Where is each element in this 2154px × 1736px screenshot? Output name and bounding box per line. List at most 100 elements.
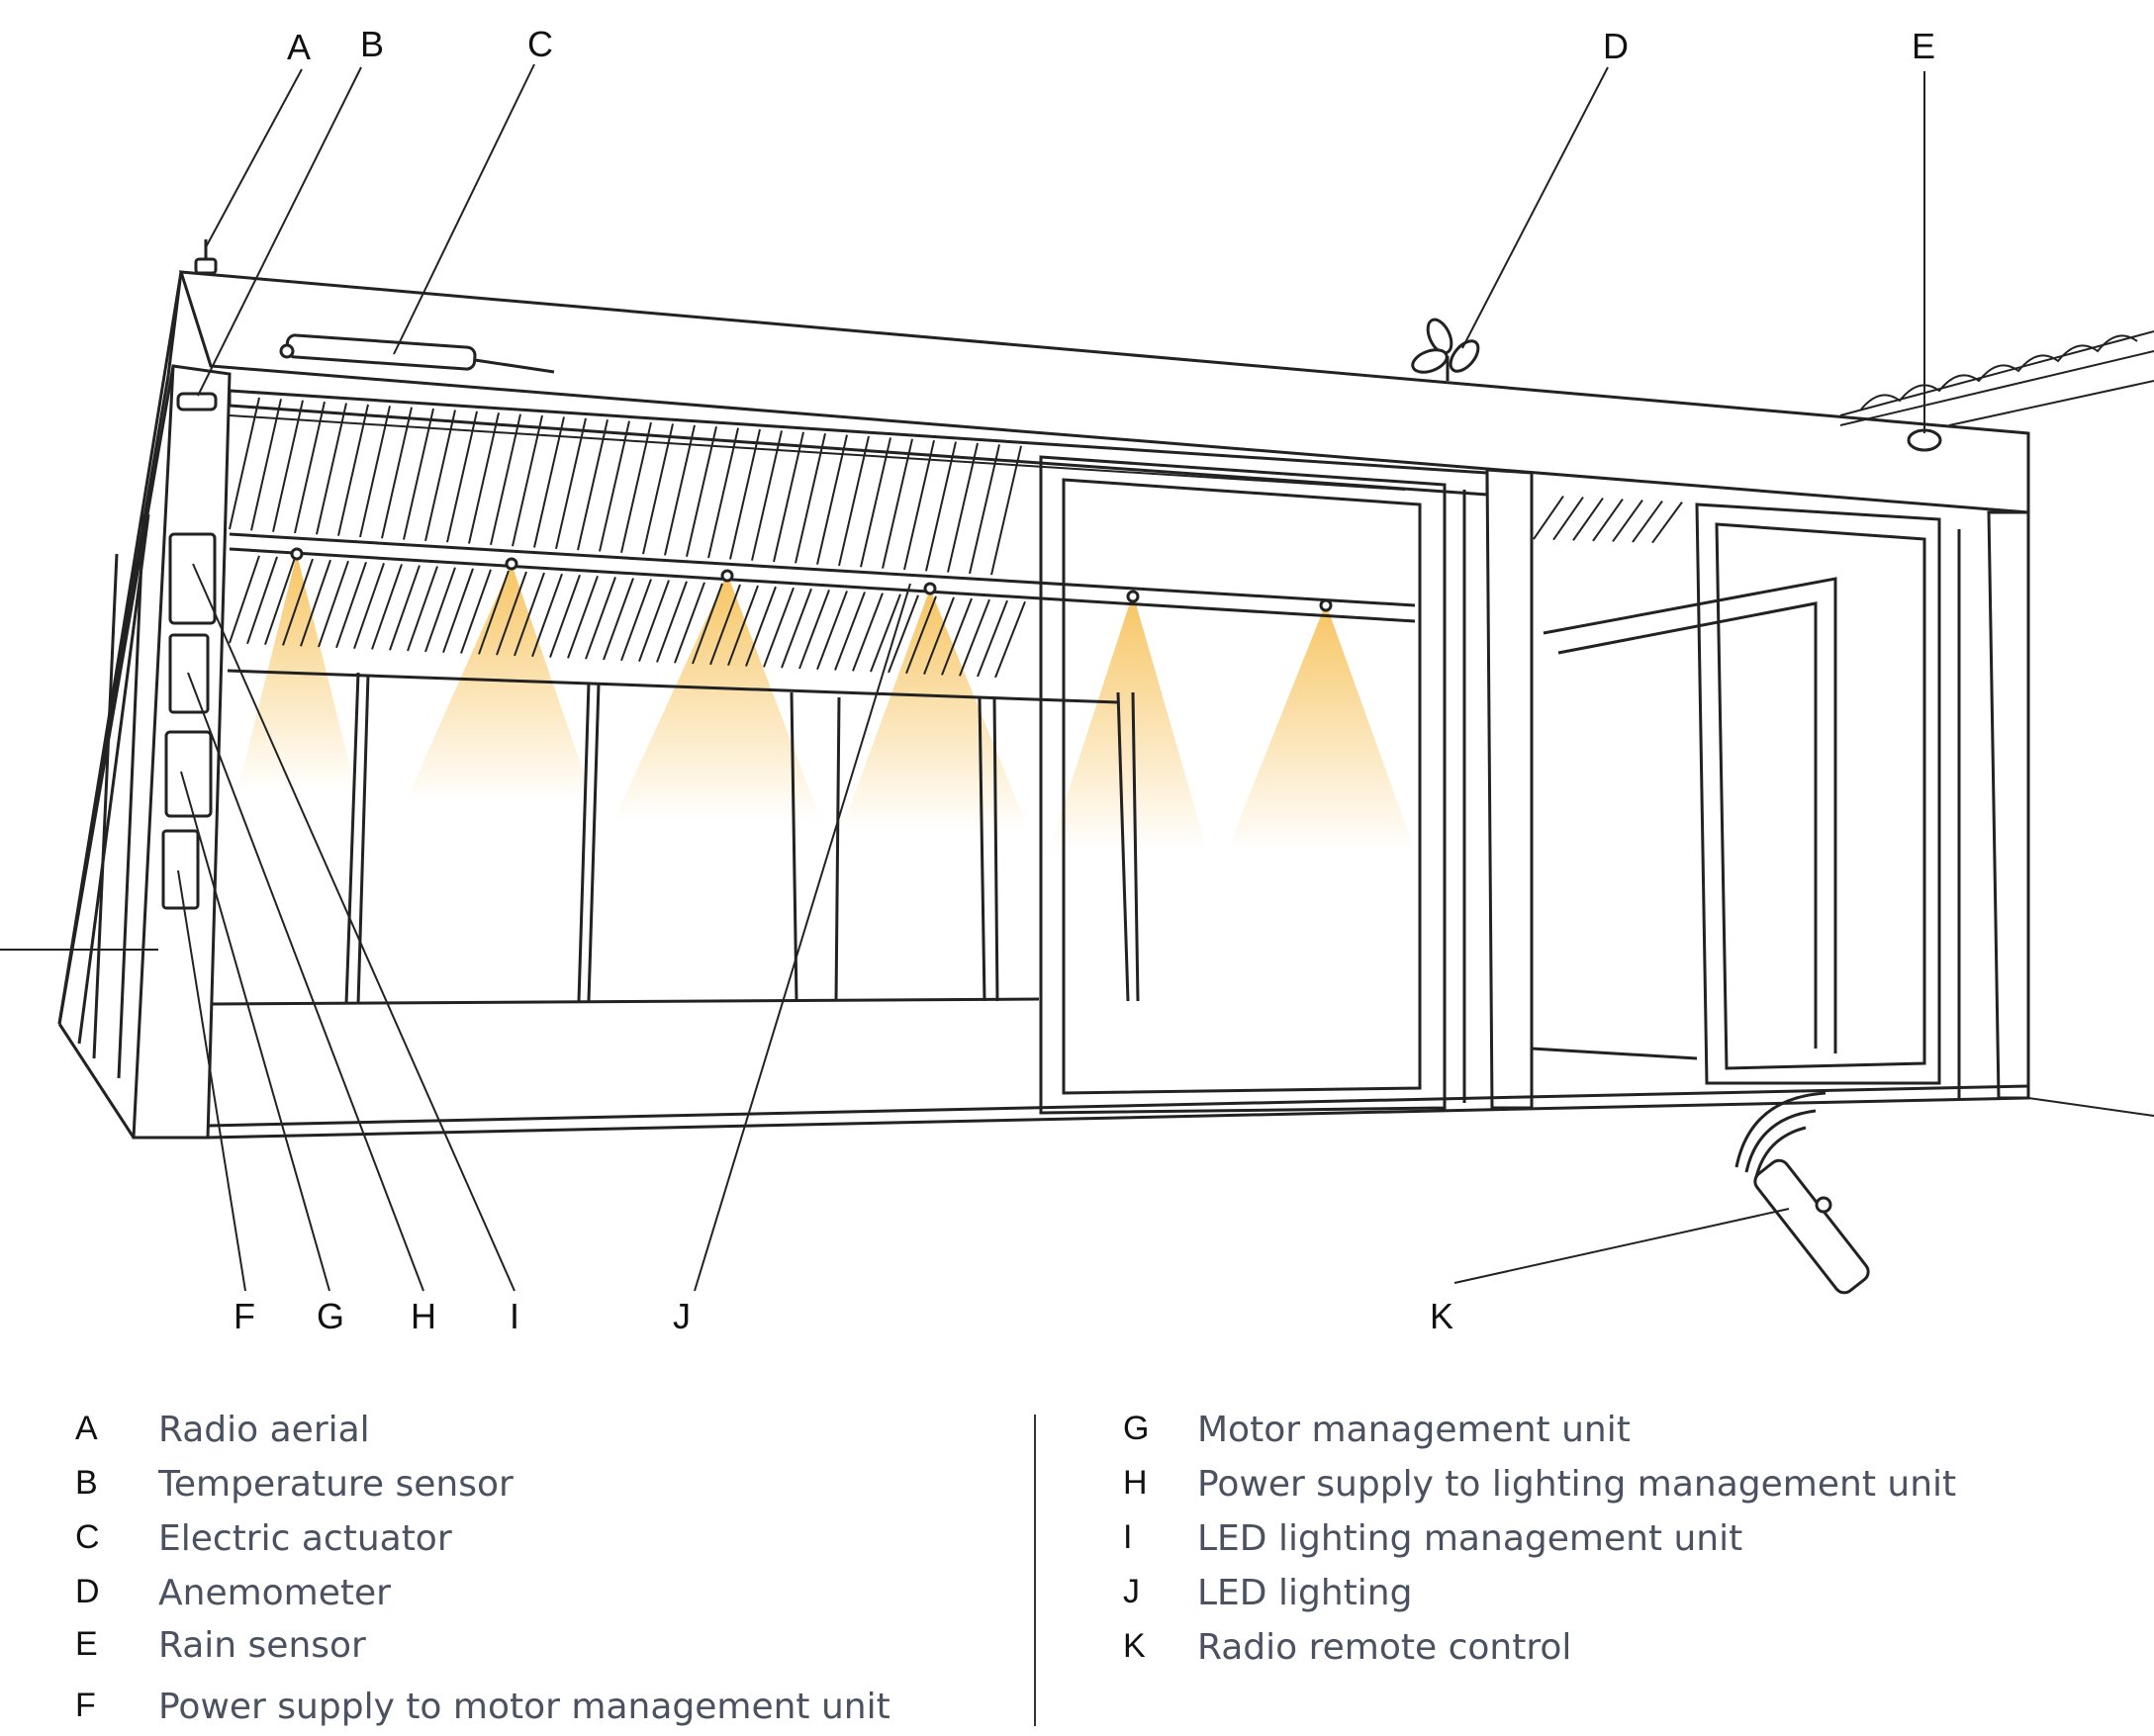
louvre-slat — [359, 406, 391, 538]
legend-letter: A — [75, 1410, 98, 1447]
louvre-slat — [514, 572, 545, 657]
legend-item-f: F Power supply to motor management unit — [75, 1687, 1025, 1736]
callout-f: F — [234, 1296, 255, 1336]
legend-letter: H — [1123, 1464, 1148, 1502]
light-cone — [406, 564, 594, 801]
leader-lines — [177, 63, 1925, 1292]
legend-letter: J — [1123, 1573, 1140, 1610]
louvre-slat — [353, 563, 385, 649]
led-fixture — [923, 582, 937, 595]
louvre-slat — [585, 577, 616, 660]
louvre-slat — [1632, 501, 1663, 543]
callout-g: G — [317, 1296, 344, 1336]
legend-label: Radio remote control — [1197, 1627, 1572, 1668]
louvre-slat — [533, 416, 565, 548]
louvre-slat — [664, 424, 696, 556]
legend-label: Power supply to motor management unit — [158, 1687, 890, 1727]
louvre-slat — [834, 592, 866, 671]
louvre-slat — [990, 445, 1022, 576]
power-supply-motor-box — [161, 829, 200, 910]
louvre-slat — [282, 558, 314, 646]
led-fixture — [1319, 598, 1333, 612]
light-cone — [1227, 603, 1415, 851]
louvre-slat — [773, 431, 804, 563]
louvre-slat — [709, 584, 741, 666]
legend-label: Anemometer — [158, 1573, 391, 1613]
louvre-slat — [460, 569, 492, 654]
louvre-slat — [882, 438, 913, 569]
louvre-slat — [442, 568, 474, 654]
callout-i: I — [510, 1296, 519, 1336]
louvre-slat — [1651, 502, 1683, 544]
louvre-slat — [959, 598, 990, 677]
louvre-slat — [1552, 497, 1584, 541]
louvre-slat — [860, 437, 891, 568]
anemometer — [1411, 318, 1480, 381]
legend-divider — [1034, 1415, 1036, 1726]
louvre-slat — [496, 571, 527, 656]
louvre-slat — [599, 420, 630, 552]
legend-label: Power supply to lighting management unit — [1197, 1464, 1957, 1505]
louvre-slat — [403, 408, 434, 540]
callout-letters: A B C D E F G H I J K — [234, 24, 1935, 1336]
louvre-slat — [555, 417, 587, 550]
legend-letter: B — [75, 1464, 98, 1502]
louvre-slat — [798, 590, 830, 670]
louvre-slat — [852, 593, 884, 672]
louvre-slat — [977, 599, 1008, 678]
callout-d: D — [1603, 26, 1629, 66]
roof-louvres — [229, 414, 1406, 491]
light-cone — [841, 589, 1029, 831]
louvre-slat — [424, 567, 456, 653]
led-fixture — [290, 547, 304, 561]
louvre-slat — [816, 591, 848, 671]
louvre-slat — [446, 411, 478, 543]
legend-letter: C — [75, 1518, 100, 1556]
led-lighting-management-unit-box — [168, 532, 217, 625]
louvre-slat — [531, 573, 563, 658]
equipment — [161, 239, 1942, 1295]
led-fixture — [720, 569, 734, 583]
louvre-slat — [1592, 499, 1624, 542]
louvre-slat — [246, 556, 278, 645]
legend-letter: E — [75, 1625, 98, 1663]
louvre-slat — [795, 433, 826, 564]
louvre-slat — [903, 439, 935, 571]
louvre-slat — [318, 560, 349, 648]
louvre-slat — [490, 413, 521, 546]
louvre-slat — [300, 559, 331, 647]
louvre-slat — [674, 582, 705, 664]
callout-c: C — [527, 24, 553, 64]
callout-a: A — [287, 27, 311, 67]
louvre-slat — [250, 399, 282, 531]
louvre-slat — [969, 444, 1000, 575]
louvre-slat — [272, 400, 304, 532]
legend-item-g: G Motor management unit — [1123, 1410, 2073, 1459]
louvre-slat — [371, 564, 403, 650]
louvre-slat — [407, 566, 438, 652]
louvre-slat — [751, 430, 783, 561]
legend-label: Motor management unit — [1197, 1410, 1631, 1450]
legend-item-a: A Radio aerial — [75, 1410, 1025, 1459]
motor-management-unit-box — [164, 730, 213, 818]
callout-b: B — [360, 24, 384, 64]
led-fixture — [1126, 590, 1140, 603]
led-fixture — [505, 557, 518, 571]
louvre-slat — [905, 595, 937, 675]
radio-aerial — [194, 239, 218, 275]
louvre-slat — [888, 594, 919, 674]
legend-item-k: K Radio remote control — [1123, 1627, 2073, 1677]
radio-remote-control — [1734, 1091, 1870, 1295]
louvre-slat — [567, 575, 599, 659]
callout-k: K — [1430, 1296, 1453, 1336]
louvre-slat — [294, 401, 326, 534]
light-cone — [1049, 594, 1207, 851]
louvre-slat — [264, 557, 296, 645]
louvre-slat — [923, 596, 955, 675]
legend-label: LED lighting management unit — [1197, 1518, 1743, 1559]
louvre-slat — [994, 600, 1026, 679]
louvre-slat — [335, 561, 367, 649]
louvre-slat — [389, 565, 421, 651]
louvre-slat — [692, 583, 723, 665]
